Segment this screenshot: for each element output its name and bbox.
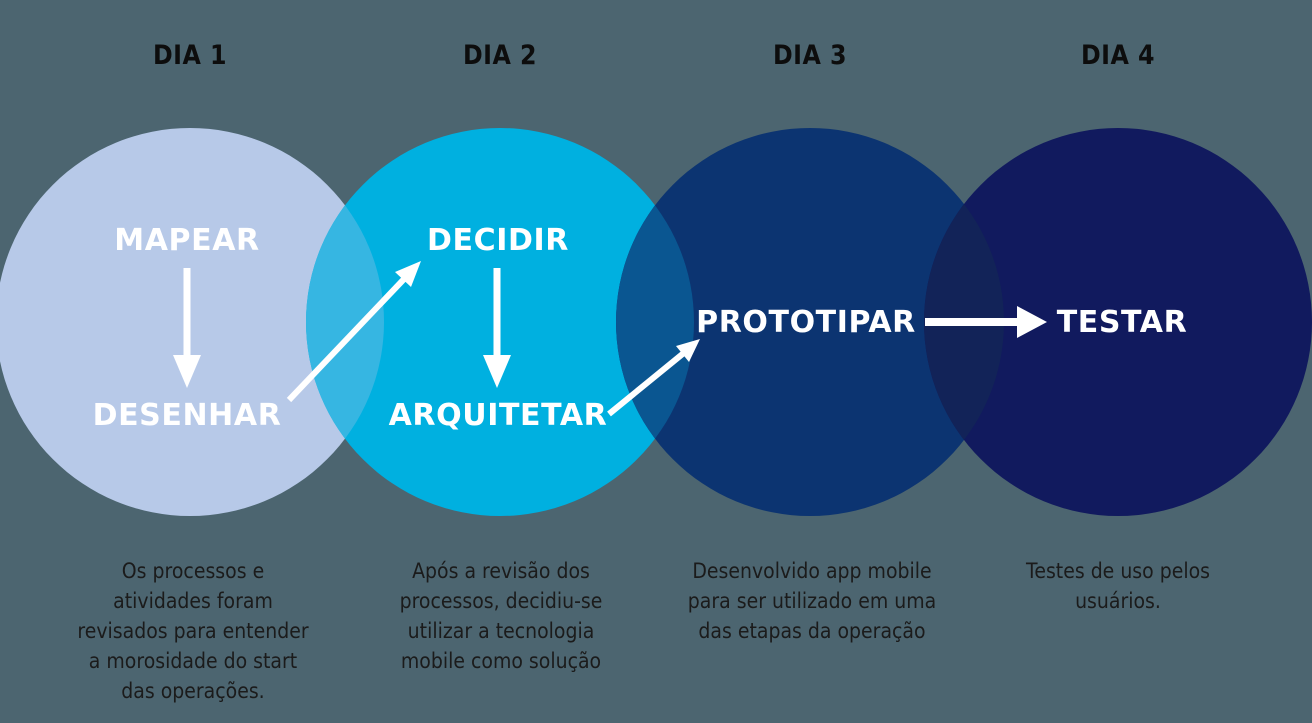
circle-dia-3[interactable] xyxy=(616,128,1004,516)
circle-dia-4[interactable] xyxy=(924,128,1312,516)
caption-dia-1: Os processos e atividades foram revisado… xyxy=(77,559,309,703)
caption-dia-4: Testes de uso pelos usuários. xyxy=(1025,559,1211,613)
caption-dia-3: Desenvolvido app mobile para ser utiliza… xyxy=(687,559,937,643)
day-header-3: DIA 3 xyxy=(773,40,847,71)
day-header-4: DIA 4 xyxy=(1081,40,1155,71)
day-header-2: DIA 2 xyxy=(463,40,537,71)
stage-label-testar: TESTAR xyxy=(1056,305,1188,340)
arrow-arquitetar-to-prototipar xyxy=(607,339,700,417)
stage-label-prototipar: PROTOTIPAR xyxy=(696,305,916,340)
arrow-mapear-to-desenhar xyxy=(173,268,201,388)
day-header-1: DIA 1 xyxy=(153,40,227,71)
arrow-prototipar-to-testar xyxy=(925,306,1047,338)
arrow-desenhar-to-decidir xyxy=(286,261,421,403)
arrow-decidir-to-arquitetar xyxy=(483,268,511,388)
caption-dia-2: Após a revisão dos processos, decidiu-se… xyxy=(399,559,603,673)
circle-dia-1[interactable] xyxy=(0,128,384,516)
stage-label-arquitetar: ARQUITETAR xyxy=(388,398,608,433)
stage-label-mapear: MAPEAR xyxy=(114,223,260,258)
stage-label-desenhar: DESENHAR xyxy=(92,398,282,433)
stage-label-decidir: DECIDIR xyxy=(427,223,569,258)
